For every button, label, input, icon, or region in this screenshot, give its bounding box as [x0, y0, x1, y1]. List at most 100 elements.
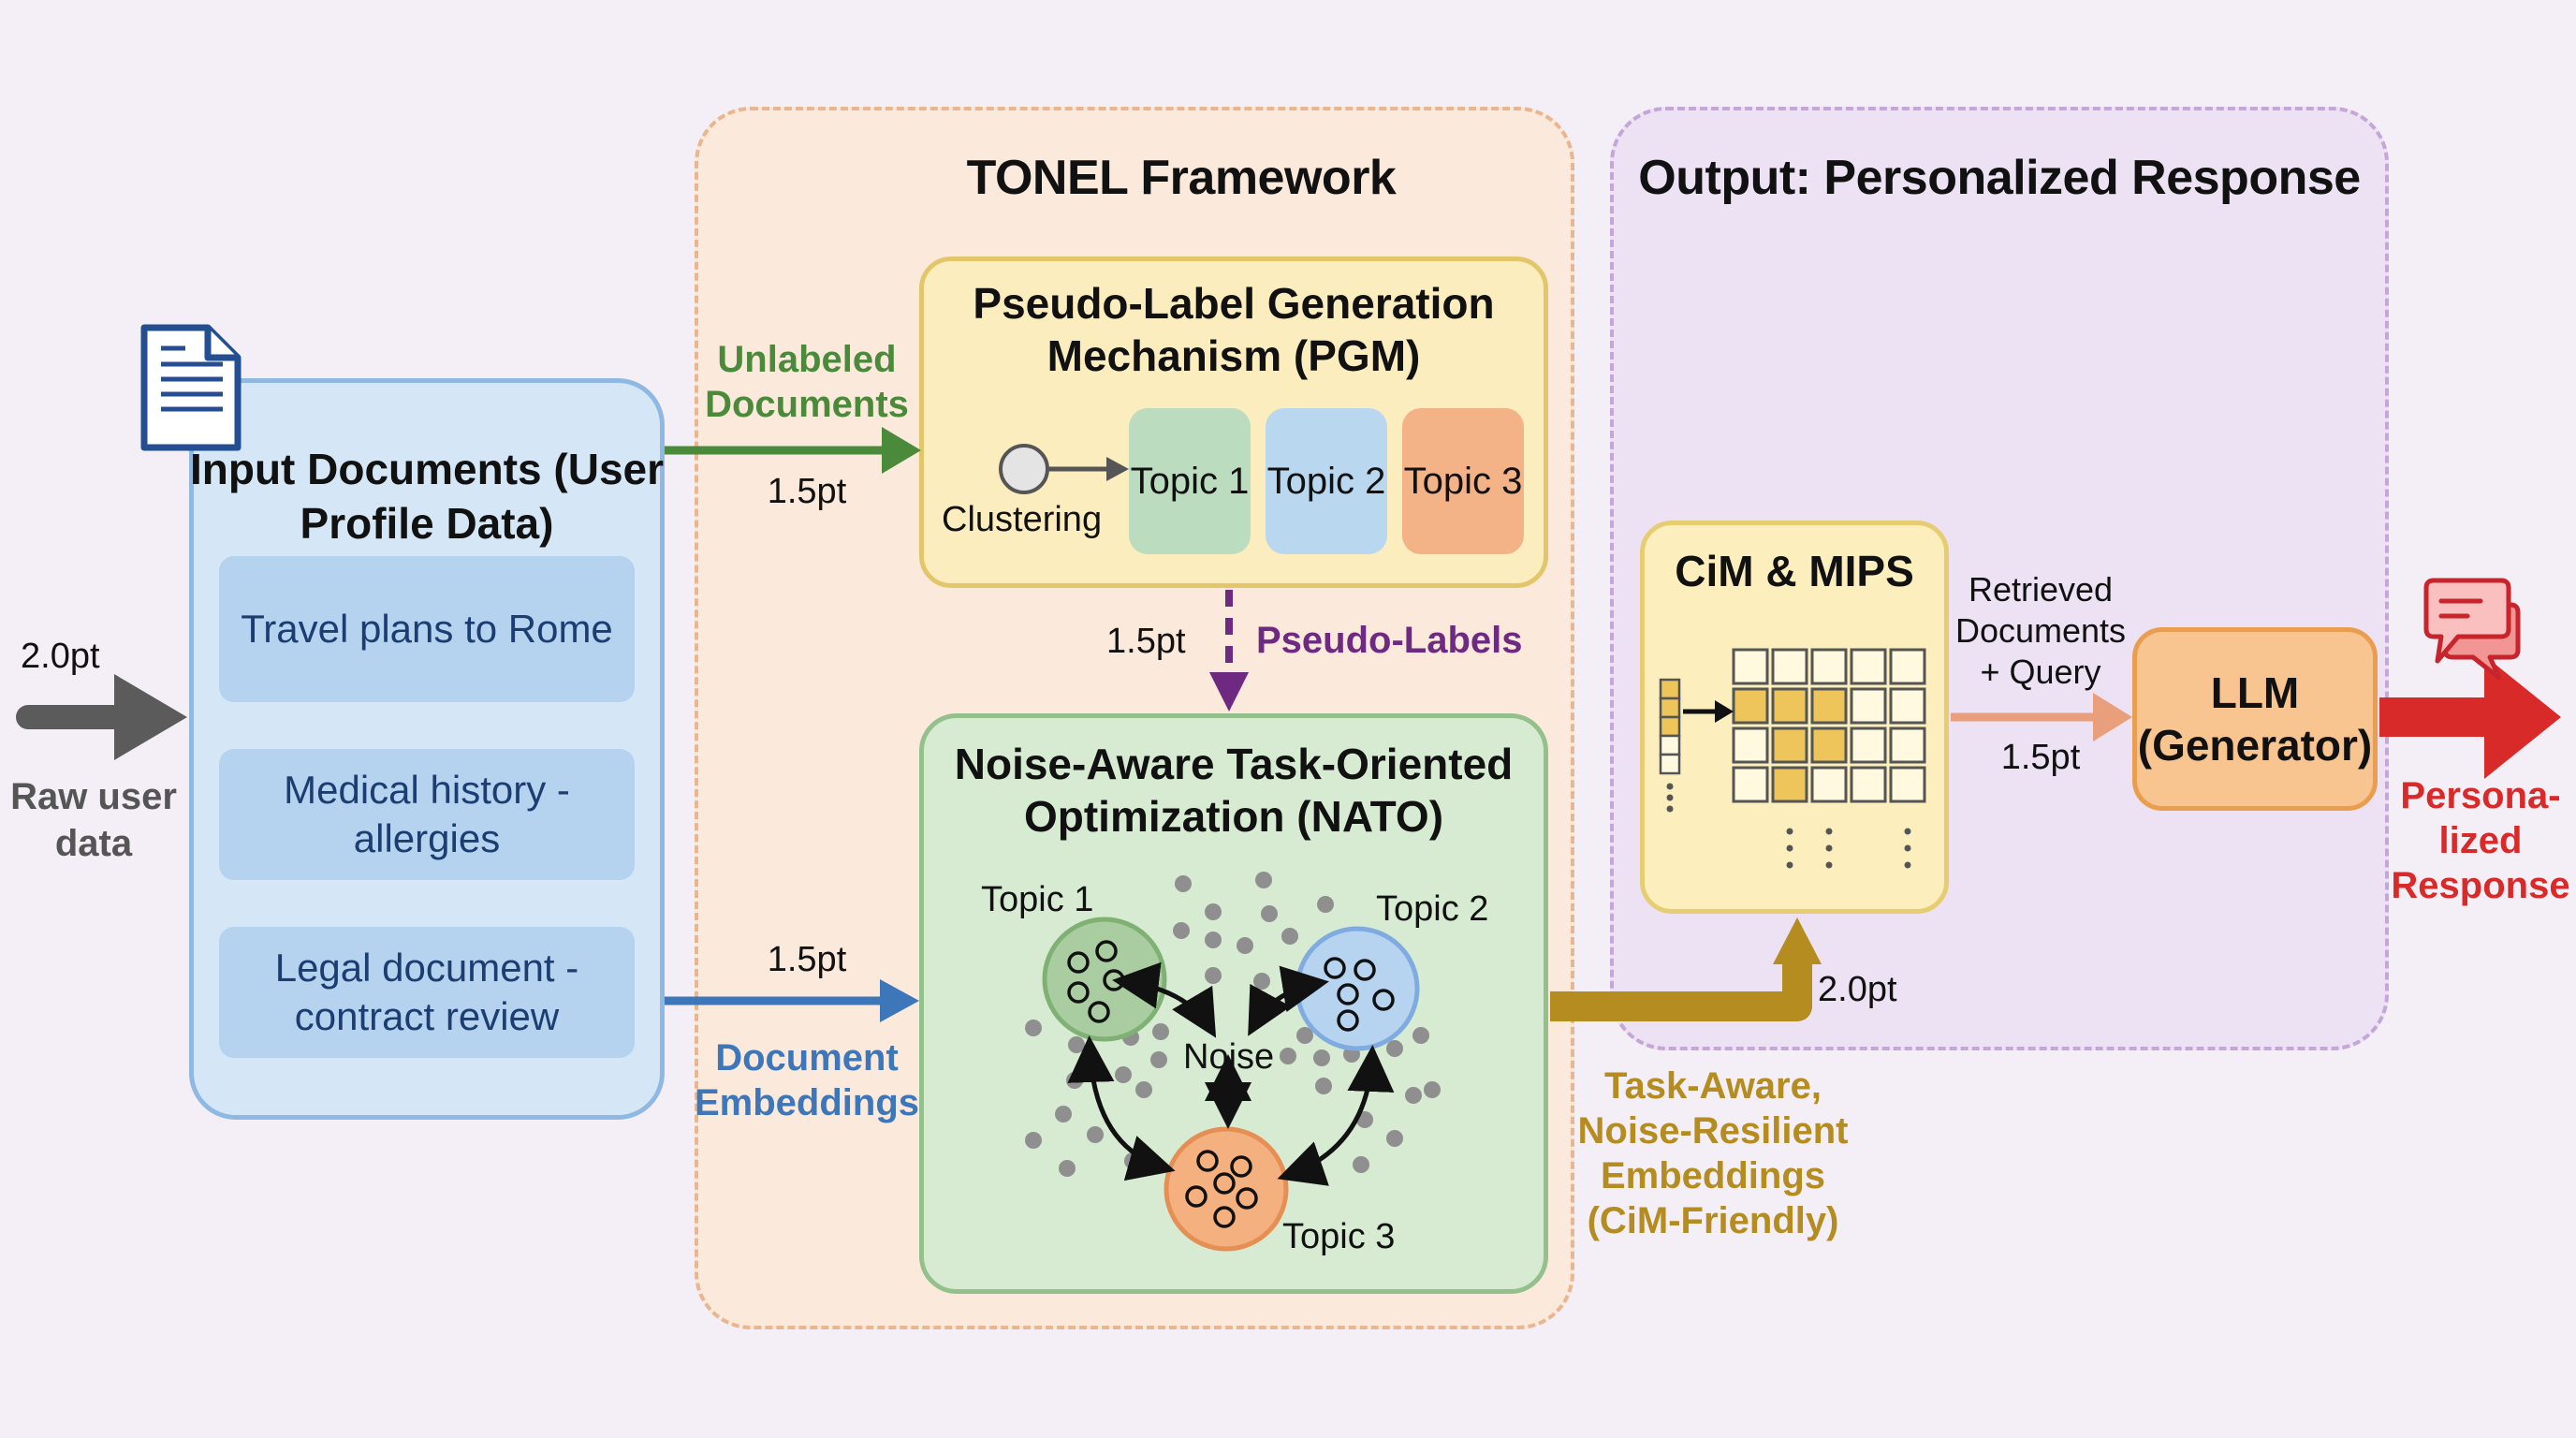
noise-point — [1281, 928, 1298, 945]
unlabeled-documents-label: Unlabeled Documents — [705, 339, 909, 425]
crossbar-cell — [1889, 648, 1926, 685]
noise-point — [1424, 1081, 1441, 1098]
crossbar-cell — [1889, 726, 1926, 764]
embeddings-arrow-weight: 1.5pt — [767, 940, 847, 979]
raw-arrow-weight: 2.0pt — [21, 637, 100, 676]
topic-member-point — [1337, 1009, 1359, 1032]
noise-point — [1261, 905, 1278, 922]
ellipsis-dot — [1786, 861, 1793, 869]
crossbar-cell — [1889, 766, 1926, 803]
noise-label: Noise — [1183, 1037, 1275, 1077]
nato-title: Noise-Aware Task-Oriented Optimization (… — [954, 740, 1514, 841]
noise-point — [1317, 896, 1334, 913]
document-embeddings-arrow — [665, 979, 919, 1022]
noise-resilient-embeddings-label: Task-Aware, Noise-Resilient Embeddings (… — [1577, 1065, 1849, 1241]
topic-member-point — [1230, 1155, 1252, 1178]
query-vector-cell — [1659, 753, 1681, 775]
pgm-topic-3: Topic 3 — [1402, 408, 1524, 554]
retrieved-documents-label: Retrieved Documents + Query — [1954, 570, 2127, 691]
pseudo-arrow-weight: 1.5pt — [1106, 622, 1186, 661]
ellipsis-dot — [1825, 861, 1833, 869]
crossbar-cell — [1850, 766, 1887, 803]
topic-member-point — [1372, 989, 1395, 1011]
topic-member-point — [1067, 951, 1090, 974]
ellipsis-dot — [1786, 828, 1793, 835]
topic-member-point — [1337, 983, 1359, 1005]
input-documents-title: Input Documents (User Profile Data) — [189, 445, 665, 548]
cim-mips-title: CiM & MIPS — [1675, 547, 1914, 595]
topic-member-point — [1067, 981, 1090, 1004]
output-title: Output: Personalized Response — [1638, 151, 2361, 205]
unlabeled-documents-arrow — [665, 427, 921, 474]
clustering-label: Clustering — [942, 500, 1103, 539]
crossbar-cell — [1771, 726, 1808, 764]
nato-topic-2-label: Topic 2 — [1376, 889, 1489, 929]
pgm-topic-1: Topic 1 — [1129, 408, 1251, 554]
topic-member-point — [1213, 1206, 1236, 1228]
noise-interaction-arrow — [1248, 965, 1329, 1036]
topic-member-point — [1236, 1187, 1258, 1210]
crossbar-cell — [1810, 726, 1848, 764]
topic-member-point — [1354, 959, 1376, 981]
topic-member-point — [1196, 1150, 1219, 1172]
crossbar-cell — [1732, 766, 1769, 803]
retrieved-arrow-weight: 1.5pt — [2000, 738, 2081, 777]
crossbar-cell — [1850, 687, 1887, 725]
document-item: Travel plans to Rome — [219, 556, 635, 702]
pseudo-labels-label: Pseudo-Labels — [1256, 620, 1523, 661]
noise-interaction-arrow — [1067, 1035, 1176, 1181]
noise-point — [1405, 1087, 1422, 1104]
document-embeddings-label: Document Embeddings — [695, 1037, 920, 1123]
crossbar-cell — [1732, 687, 1769, 725]
crossbar-cell — [1732, 726, 1769, 764]
crossbar-cell — [1771, 648, 1808, 685]
ellipsis-dot — [1666, 794, 1674, 801]
llm-generator-box: LLM (Generator) — [2132, 627, 2378, 811]
ellipsis-dot — [1666, 805, 1674, 813]
noise-point — [1237, 937, 1253, 954]
ellipsis-dot — [1904, 844, 1911, 852]
crossbar-cell — [1810, 648, 1848, 685]
crossbar-cell — [1771, 687, 1808, 725]
topic-member-point — [1095, 940, 1118, 962]
pgm-topic-2: Topic 2 — [1266, 408, 1387, 554]
noise-point — [1255, 872, 1272, 888]
unlabeled-arrow-weight: 1.5pt — [767, 472, 847, 511]
crossbar-cell — [1732, 648, 1769, 685]
ellipsis-dot — [1825, 844, 1833, 852]
topic-member-point — [1213, 1172, 1236, 1195]
raw-user-data-label: Raw user data — [10, 776, 177, 864]
noise-point — [1412, 1027, 1429, 1044]
noise-point — [1025, 1132, 1042, 1149]
noise-point — [1025, 1020, 1042, 1036]
document-item: Legal document - contract review — [219, 927, 635, 1058]
personalized-response-label: Persona- lized Response — [2391, 775, 2570, 906]
raw-data-arrow — [16, 674, 187, 760]
crossbar-cell — [1850, 648, 1887, 685]
tonel-title: TONEL Framework — [966, 151, 1397, 205]
retrieved-documents-arrow — [1951, 693, 2132, 741]
crossbar-cell — [1810, 766, 1848, 803]
ellipsis-dot — [1825, 828, 1833, 835]
ellipsis-dot — [1786, 844, 1793, 852]
clustering-node-icon — [999, 444, 1049, 494]
document-item: Medical history - allergies — [219, 749, 635, 880]
topic-cluster-3 — [1164, 1126, 1289, 1252]
ellipsis-dot — [1666, 783, 1674, 790]
noise-point — [1205, 903, 1222, 920]
topic-member-point — [1088, 1001, 1110, 1023]
pseudo-labels-arrow — [1209, 590, 1249, 712]
gold-arrow-weight: 2.0pt — [1818, 970, 1897, 1009]
query-arrow-head — [1715, 700, 1734, 723]
crossbar-cell — [1810, 687, 1848, 725]
noise-point — [1205, 932, 1222, 948]
noise-point — [1173, 922, 1190, 939]
noise-resilient-embeddings-arrow — [1550, 917, 1822, 1021]
crossbar-cell — [1850, 726, 1887, 764]
ellipsis-dot — [1904, 828, 1911, 835]
personalized-response-arrow — [2379, 655, 2561, 779]
topic-member-point — [1185, 1185, 1208, 1208]
nato-topic-1-label: Topic 1 — [981, 880, 1094, 919]
